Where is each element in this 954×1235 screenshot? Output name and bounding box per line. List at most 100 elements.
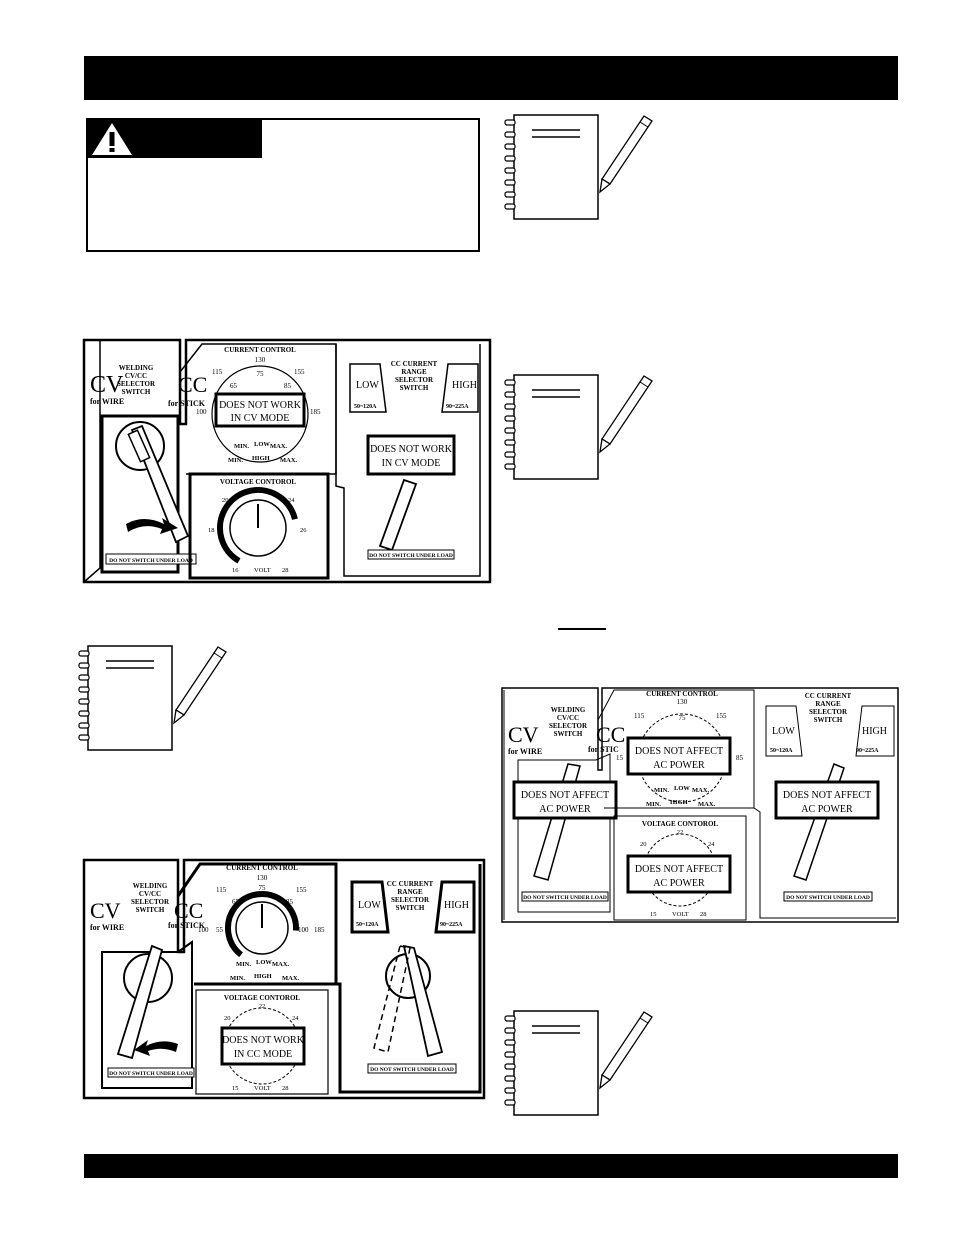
svg-text:115: 115 [216, 886, 227, 894]
svg-text:85: 85 [286, 898, 294, 906]
voltage-control-title: VOLTAGE CONTOROL [220, 478, 296, 486]
svg-text:MAX.: MAX. [698, 801, 716, 808]
svg-text:SWITCH: SWITCH [136, 906, 165, 914]
svg-text:100: 100 [198, 926, 209, 934]
svg-text:DOES NOT AFFECT: DOES NOT AFFECT [635, 864, 723, 875]
warning-header [88, 120, 262, 158]
svg-text:DOES NOT AFFECT: DOES NOT AFFECT [521, 790, 609, 801]
svg-text:130: 130 [257, 874, 268, 882]
svg-text:MIN.: MIN. [234, 443, 249, 450]
svg-text:AC POWER: AC POWER [653, 878, 705, 889]
svg-text:MAX.: MAX. [270, 443, 288, 450]
svg-text:28: 28 [700, 911, 707, 918]
svg-text:185: 185 [310, 408, 321, 416]
svg-text:MIN.: MIN. [230, 975, 245, 982]
svg-text:130: 130 [677, 698, 688, 706]
svg-text:SWITCH: SWITCH [554, 730, 583, 738]
svg-text:65: 65 [230, 382, 238, 390]
svg-text:22: 22 [259, 1003, 266, 1010]
svg-text:55: 55 [216, 926, 224, 934]
header-bar [84, 56, 898, 100]
no-switch-label: DO NOT SWITCH UNDER LOAD [370, 1067, 454, 1073]
notice-panel [220, 1026, 306, 1066]
range-switch-lever[interactable] [402, 944, 444, 1058]
cc-label: CC [174, 898, 203, 923]
svg-text:HIGH: HIGH [670, 799, 688, 806]
svg-text:SWITCH: SWITCH [122, 388, 151, 396]
notice-panel [512, 780, 618, 820]
svg-text:AC POWER: AC POWER [801, 804, 853, 815]
selector-title: WELDING [551, 706, 586, 714]
svg-text:115: 115 [212, 368, 223, 376]
svg-text:100: 100 [196, 408, 207, 416]
notice-panel [366, 434, 456, 476]
cc-sub-label: for STICK [168, 921, 206, 930]
svg-text:MAX.: MAX. [272, 961, 290, 968]
range-switch-lever[interactable] [378, 478, 418, 552]
control-panel-cv-mode: CV for WIRE WELDING CV/CC SELECTOR SWITC… [82, 338, 492, 584]
svg-text:IN CV MODE: IN CV MODE [382, 458, 441, 469]
svg-text:SELECTOR: SELECTOR [131, 898, 170, 906]
svg-text:DOES NOT AFFECT: DOES NOT AFFECT [635, 746, 723, 757]
svg-text:IN CC MODE: IN CC MODE [234, 1049, 292, 1060]
svg-text:SELECTOR: SELECTOR [391, 896, 430, 904]
footer-bar [84, 1154, 898, 1178]
svg-text:RANGE: RANGE [815, 700, 841, 708]
high-label: HIGH [452, 380, 477, 391]
cv-label: CV [508, 722, 539, 747]
low-label: LOW [772, 726, 795, 737]
svg-text:RANGE: RANGE [397, 888, 423, 896]
svg-text:50~120A: 50~120A [354, 404, 377, 410]
high-label: HIGH [444, 900, 469, 911]
current-control-title: CURRENT CONTROL [646, 690, 718, 698]
svg-text:DOES NOT WORK: DOES NOT WORK [370, 444, 453, 455]
svg-text:SWITCH: SWITCH [400, 384, 429, 392]
svg-text:20: 20 [640, 841, 647, 848]
svg-text:DOES NOT WORK: DOES NOT WORK [222, 1035, 305, 1046]
svg-text:90~225A: 90~225A [440, 922, 463, 928]
cc-label: CC [596, 722, 625, 747]
svg-text:155: 155 [294, 368, 305, 376]
svg-text:MIN.: MIN. [646, 801, 661, 808]
cv-sub-label: for WIRE [508, 747, 542, 756]
notepad-pencil-icon [78, 645, 227, 751]
selector-switch-lever[interactable] [116, 944, 164, 1060]
svg-text:CV/CC: CV/CC [139, 890, 161, 898]
cv-label: CV [90, 898, 121, 923]
high-label: HIGH [862, 726, 887, 737]
svg-text:16: 16 [232, 567, 239, 574]
svg-text:LOW: LOW [256, 959, 272, 966]
range-selector-title: CC CURRENT [805, 692, 852, 700]
svg-text:HIGH: HIGH [252, 455, 270, 462]
no-switch-label: DO NOT SWITCH UNDER LOAD [109, 1071, 193, 1077]
cc-sub-label: for STICK [168, 399, 206, 408]
svg-text:20: 20 [224, 1015, 231, 1022]
svg-text:DOES NOT WORK: DOES NOT WORK [219, 400, 302, 411]
cv-sub-label: for WIRE [90, 923, 124, 932]
svg-text:MIN.: MIN. [654, 787, 669, 794]
svg-text:75: 75 [259, 884, 267, 892]
svg-text:65: 65 [232, 898, 240, 906]
svg-text:28: 28 [282, 567, 289, 574]
svg-text:24: 24 [292, 1015, 299, 1022]
cc-label: CC [178, 372, 207, 397]
svg-text:SELECTOR: SELECTOR [395, 376, 434, 384]
svg-text:130: 130 [255, 356, 266, 364]
svg-text:MIN.: MIN. [228, 457, 243, 464]
svg-text:85: 85 [284, 382, 292, 390]
selector-switch-lever[interactable] [127, 424, 190, 544]
current-control-title: CURRENT CONTROL [224, 346, 296, 354]
warning-box [86, 118, 480, 252]
svg-text:VOLT: VOLT [254, 1085, 271, 1092]
arrow-right-icon [126, 518, 178, 534]
svg-text:24: 24 [708, 841, 715, 848]
svg-text:20: 20 [222, 497, 229, 504]
svg-text:MAX.: MAX. [692, 787, 710, 794]
svg-text:75: 75 [257, 370, 265, 378]
svg-text:CV/CC: CV/CC [125, 372, 147, 380]
current-control-title: CURRENT CONTROL [226, 864, 298, 872]
svg-text:18: 18 [208, 527, 215, 534]
svg-text:SELECTOR: SELECTOR [809, 708, 848, 716]
warning-triangle-icon [92, 123, 132, 155]
svg-text:15: 15 [232, 1085, 239, 1092]
